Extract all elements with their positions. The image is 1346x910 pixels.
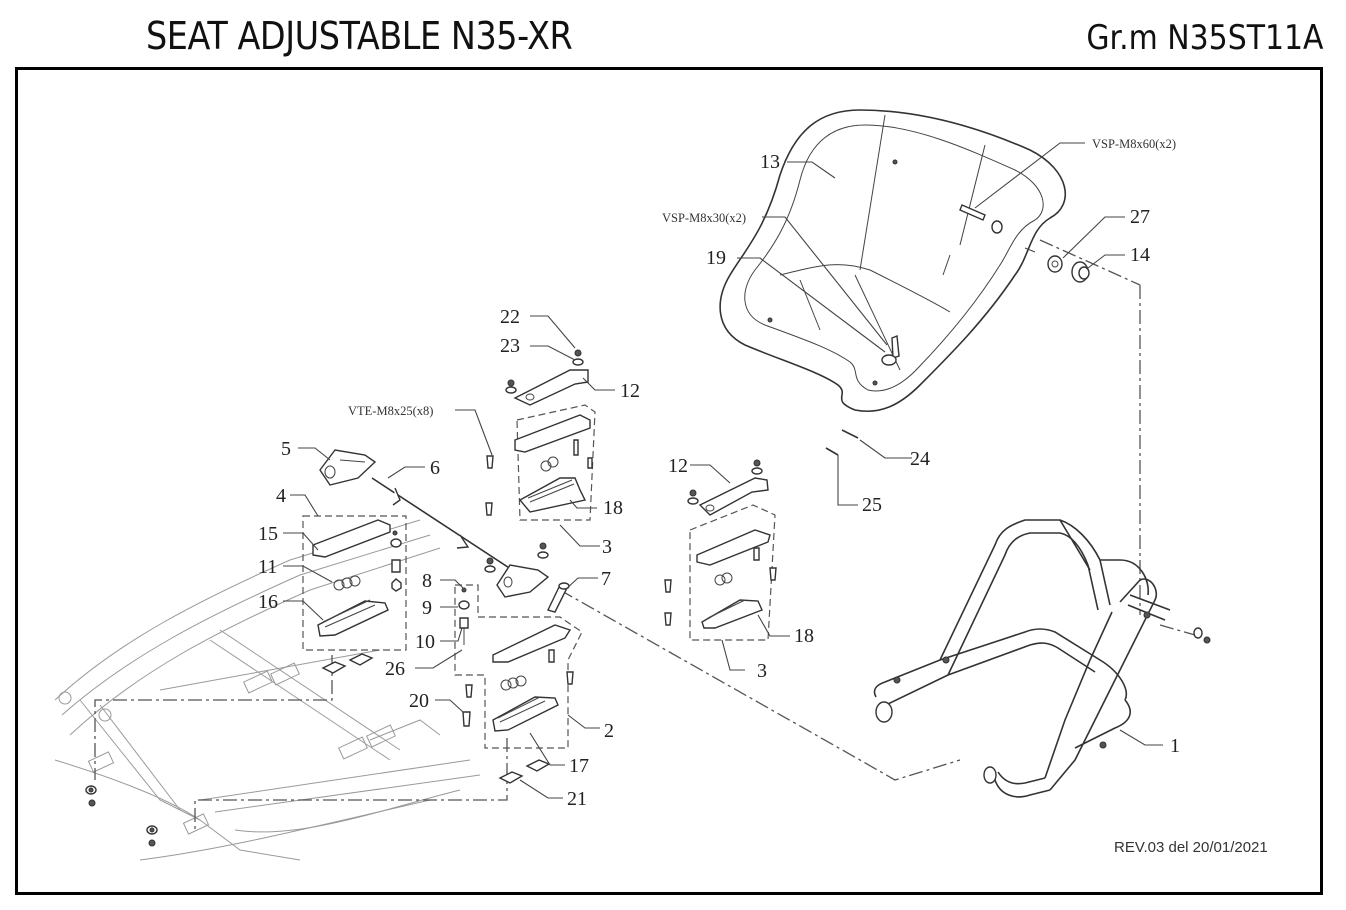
washer-27	[1047, 255, 1063, 273]
handle-7	[547, 582, 570, 613]
mounting-plates-left	[321, 653, 374, 674]
seat-shell	[719, 109, 1066, 412]
callout-15: 15	[258, 523, 278, 545]
pin-25	[825, 447, 839, 456]
callout-21: 21	[567, 788, 587, 810]
spec-vte-m8x25: VTE-M8x25(x8)	[348, 404, 433, 418]
callout-1: 1	[1170, 735, 1180, 757]
callout-16: 16	[258, 591, 278, 613]
vte-screws	[485, 455, 494, 516]
lever-bracket-5	[319, 449, 377, 486]
callout-12-right: 12	[668, 455, 688, 477]
leader-lines	[283, 142, 1163, 799]
spec-vsp-m8x30: VSP-M8x30(x2)	[662, 211, 746, 225]
fasteners-8-9-10	[458, 587, 470, 645]
callout-19: 19	[706, 247, 726, 269]
callout-11: 11	[258, 556, 277, 578]
slide-assembly-2	[454, 584, 583, 749]
seat-support-frame	[873, 519, 1211, 798]
callout-9: 9	[422, 597, 432, 619]
callout-13: 13	[760, 151, 780, 173]
alignment-lines	[94, 239, 1196, 830]
upper-bracket-12-top	[505, 349, 589, 406]
callout-17: 17	[569, 755, 589, 777]
callout-5: 5	[281, 438, 291, 460]
group-code: Gr.m N35ST11A	[1086, 18, 1324, 58]
spacer-14	[1071, 261, 1090, 283]
spring-24	[841, 429, 859, 439]
lever-bracket-right	[484, 542, 550, 598]
callout-3-right: 3	[757, 660, 767, 682]
callout-7: 7	[601, 568, 611, 590]
page-title: SEAT ADJUSTABLE N35-XR	[146, 14, 573, 58]
callout-14: 14	[1130, 244, 1150, 266]
slide-assembly-3-top	[514, 404, 596, 521]
callout-18-top: 18	[603, 497, 623, 519]
callout-25: 25	[862, 494, 882, 516]
callout-26: 26	[385, 658, 405, 680]
callout-labels: 13 27 14 19 22 23 12 5 6 12 24 4 25 18 1…	[258, 151, 1180, 810]
chassis-fasteners	[85, 785, 158, 847]
revision-label: REV.03 del 20/01/2021	[1114, 839, 1268, 856]
callout-22: 22	[500, 306, 520, 328]
drawing-frame	[15, 67, 1323, 895]
callout-27: 27	[1130, 206, 1150, 228]
callout-2: 2	[604, 720, 614, 742]
hardware-spec-labels: VSP-M8x60(x2) VSP-M8x30(x2) VTE-M8x25(x8…	[348, 137, 1176, 418]
callout-23: 23	[500, 335, 520, 357]
upper-bracket-12-right	[687, 459, 769, 516]
callout-20: 20	[409, 690, 429, 712]
spec-vsp-m8x60: VSP-M8x60(x2)	[1092, 137, 1176, 151]
adjustment-rod-6	[371, 477, 521, 576]
callout-12-top: 12	[620, 380, 640, 402]
callout-24: 24	[910, 448, 930, 470]
callout-6: 6	[430, 457, 440, 479]
callout-18-right: 18	[794, 625, 814, 647]
callout-4: 4	[276, 485, 286, 507]
callout-8: 8	[422, 570, 432, 592]
callout-3-top: 3	[602, 536, 612, 558]
slide-assembly-4	[302, 515, 407, 651]
slide-assembly-3-right	[664, 504, 777, 641]
callout-10: 10	[415, 631, 435, 653]
